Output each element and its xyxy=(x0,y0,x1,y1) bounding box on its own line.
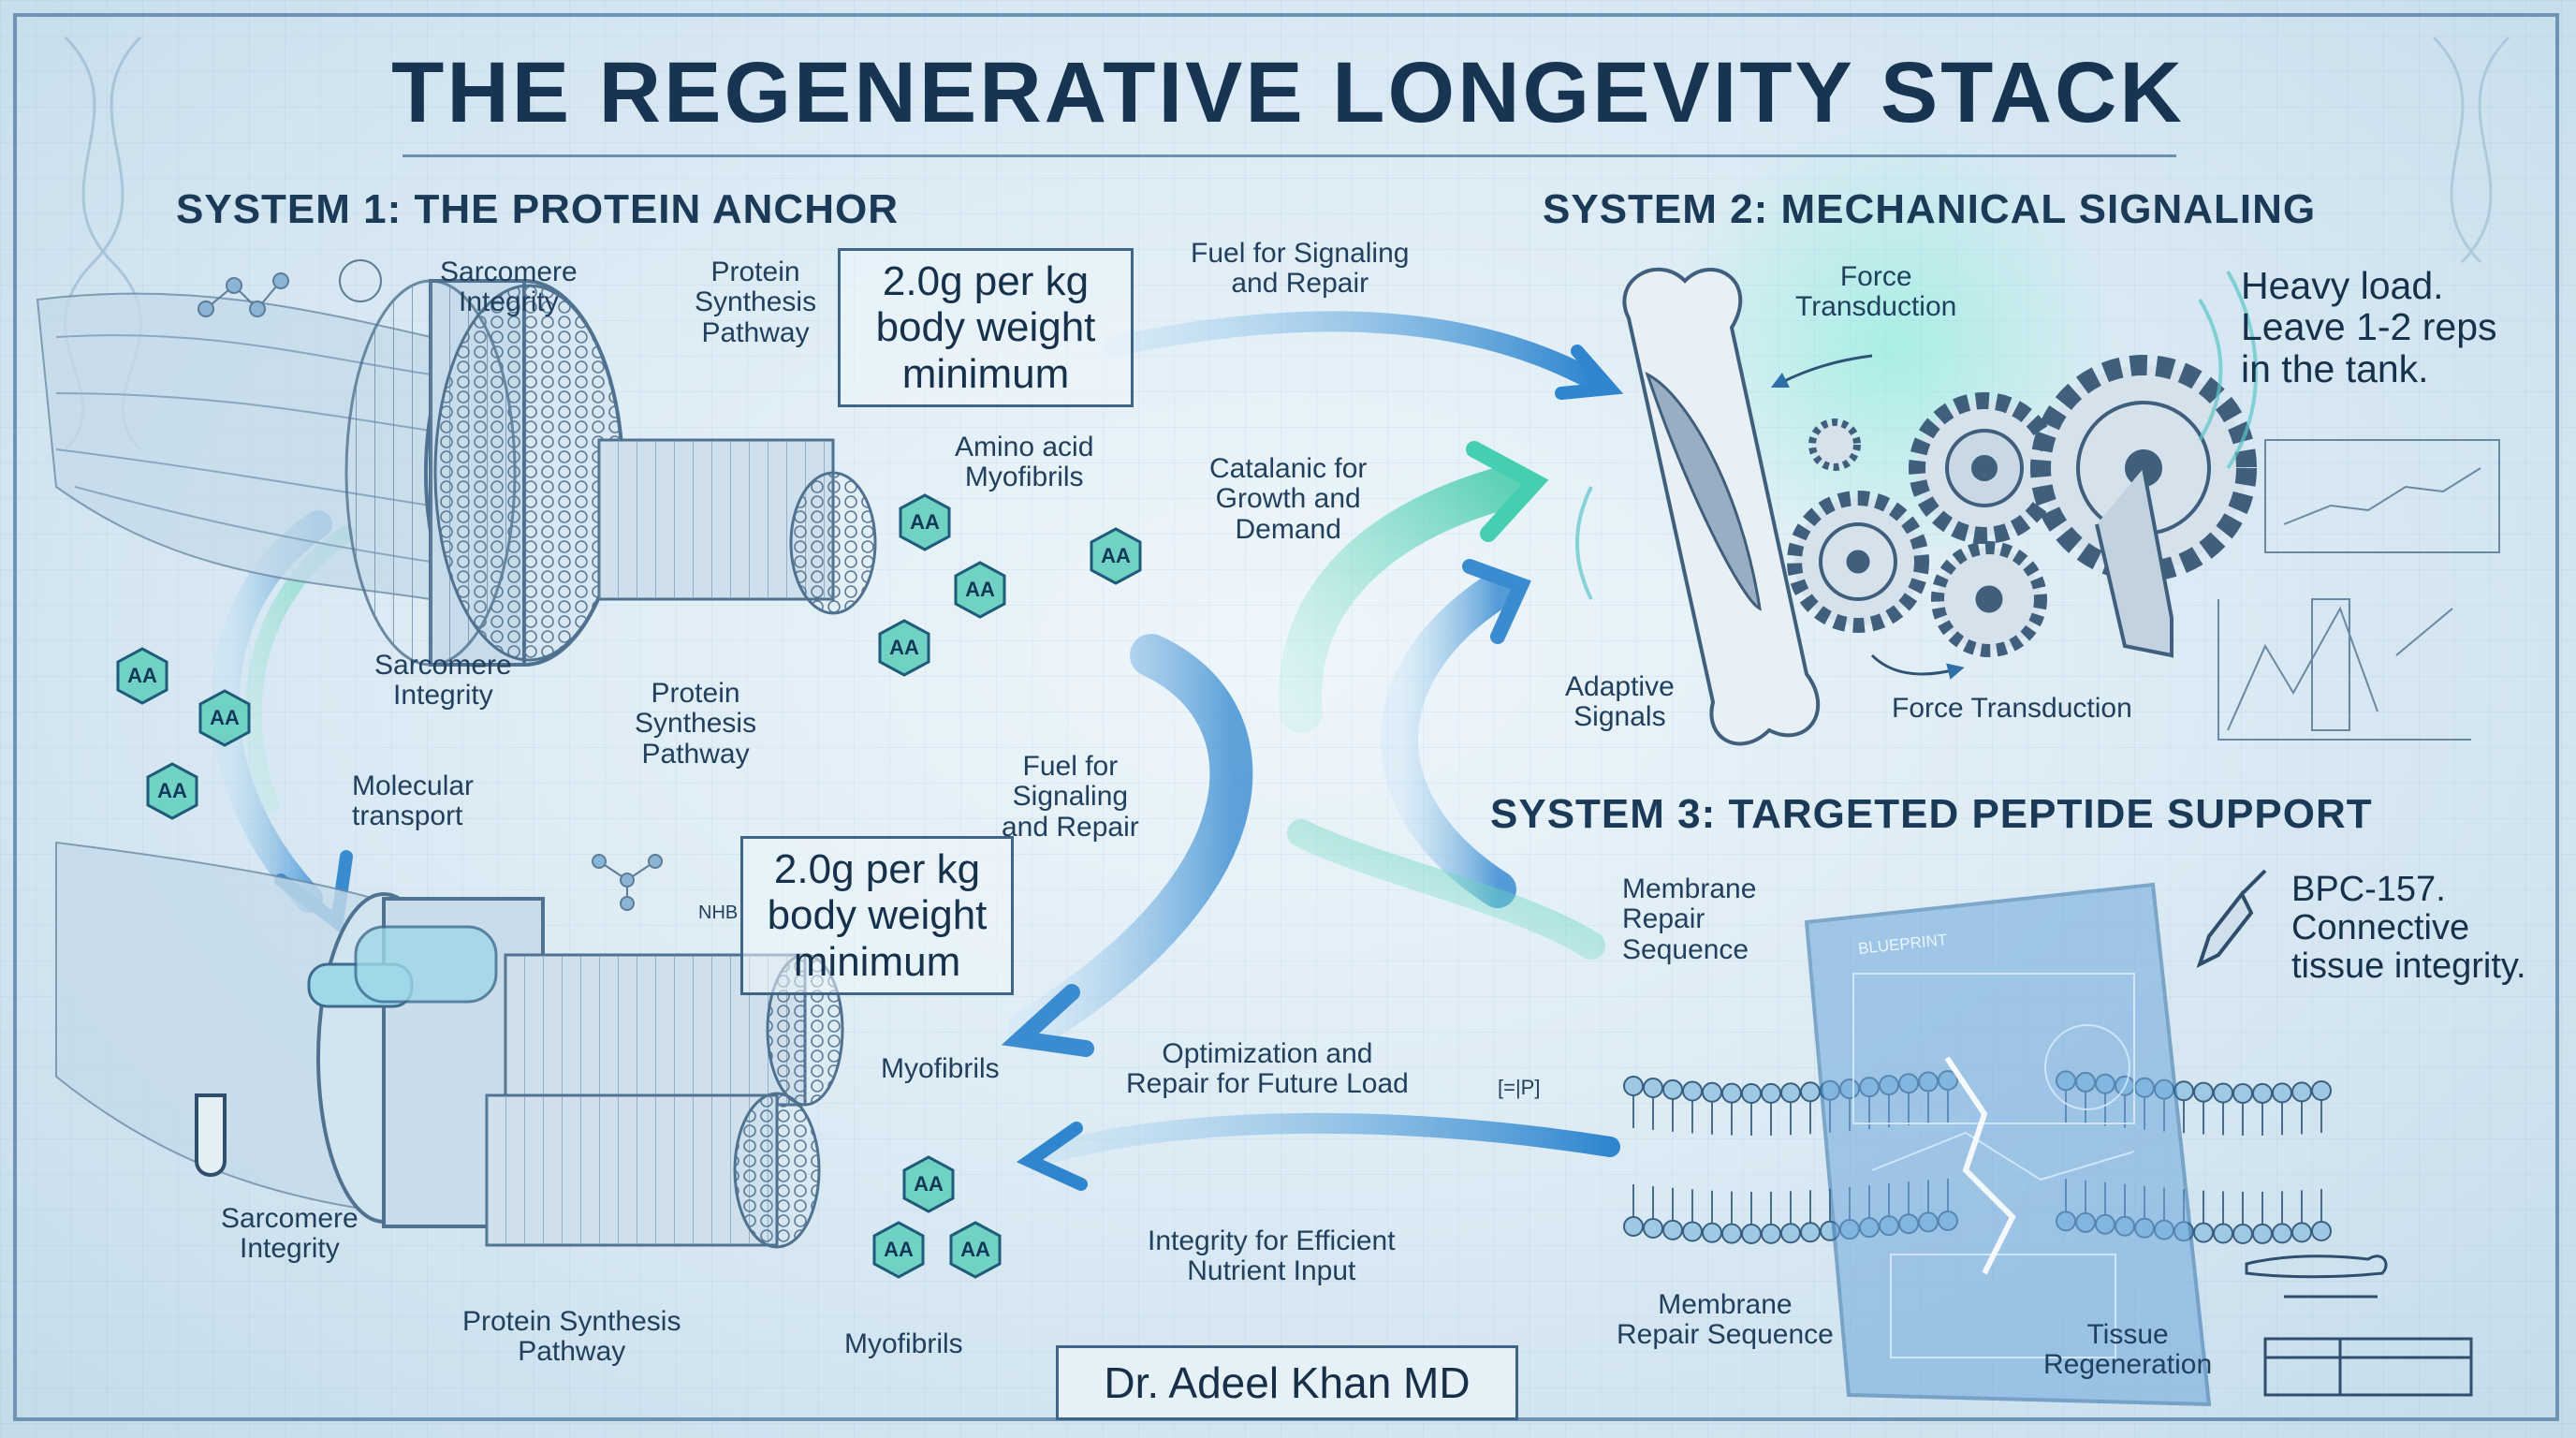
label-protein-synthesis-mid: Protein Synthesis Pathway xyxy=(635,678,757,770)
amino-acid-hexagon-icon: AA xyxy=(950,560,1010,620)
label-integrity-nutrient: Integrity for Efficient Nutrient Input xyxy=(1148,1225,1396,1287)
amino-acid-label: AA xyxy=(910,510,940,534)
label-amino-acid-myofibrils: Amino acid Myofibrils xyxy=(955,432,1094,493)
amino-acid-label: AA xyxy=(914,1172,944,1196)
bpc-157-note: BPC-157. Connective tissue integrity. xyxy=(2291,870,2526,987)
arrow-right-return xyxy=(1381,571,1516,908)
amino-acid-label: AA xyxy=(1101,544,1131,567)
blueprint-sheet xyxy=(1804,882,2212,1407)
system-2-heading: SYSTEM 2: MECHANICAL SIGNALING xyxy=(1543,186,2317,232)
protein-dose-box-top: 2.0g per kg body weight minimum xyxy=(838,248,1134,407)
label-fuel-signaling-mid: Fuel for Signaling and Repair xyxy=(1002,751,1139,843)
sketch-chart xyxy=(2217,439,2500,741)
amino-acid-hexagon-icon: AA xyxy=(899,1154,959,1214)
amino-acid-hexagon-icon: AA xyxy=(874,618,934,678)
gear-icon xyxy=(1787,355,2257,658)
molecule-icon xyxy=(592,854,663,911)
label-myofibrils-bottom: Myofibrils xyxy=(844,1328,963,1359)
title-divider xyxy=(402,154,2176,157)
amino-acid-label: AA xyxy=(960,1238,990,1261)
label-adaptive-signals: Adaptive Signals xyxy=(1565,671,1675,733)
label-sarcomere-integrity-top: Sarcomere Integrity xyxy=(440,257,578,318)
label-tissue-regeneration: Tissue Regeneration xyxy=(2043,1319,2213,1381)
label-force-transduction-top: Force Transduction xyxy=(1795,261,1957,323)
arrow-fuel-mid xyxy=(1008,634,1253,1051)
molecule-icon xyxy=(198,259,382,317)
amino-acid-hexagon-icon: AA xyxy=(895,492,955,552)
label-bracket-formula: [=|P] xyxy=(1498,1076,1541,1099)
amino-acid-label: AA xyxy=(127,664,157,687)
label-protein-synthesis-top: Protein Synthesis Pathway xyxy=(695,257,817,348)
force-arrows xyxy=(1770,354,1965,680)
muscle-fiber-icon xyxy=(36,279,877,667)
protein-dose-box-bottom: 2.0g per kg body weight minimum xyxy=(740,836,1014,995)
arrow-catalanic xyxy=(1279,465,1529,733)
wrench-icon xyxy=(2245,1255,2473,1397)
amino-acid-label: AA xyxy=(157,779,187,802)
label-force-transduction-bottom: Force Transduction xyxy=(1892,693,2132,724)
label-fuel-signaling-top: Fuel for Signaling and Repair xyxy=(1191,238,1410,300)
label-myofibrils-mid: Myofibrils xyxy=(881,1053,1000,1084)
arrow-integrity xyxy=(1029,1112,1620,1167)
system-1-heading: SYSTEM 1: THE PROTEIN ANCHOR xyxy=(176,186,899,232)
label-sarcomere-integrity-bottom: Sarcomere Integrity xyxy=(221,1203,359,1265)
amino-acid-hexagon-icon: AA xyxy=(142,761,202,821)
training-note: Heavy load. Leave 1-2 reps in the tank. xyxy=(2241,264,2497,390)
amino-acid-label: AA xyxy=(884,1238,914,1261)
system-3-heading: SYSTEM 3: TARGETED PEPTIDE SUPPORT xyxy=(1490,791,2373,837)
gear-icon xyxy=(1909,392,2060,544)
page-title: THE REGENERATIVE LONGEVITY STACK xyxy=(391,45,2185,140)
pipette-icon xyxy=(195,869,2267,1177)
amino-acid-label: AA xyxy=(889,636,919,659)
arrow-fuel-top xyxy=(1104,311,1602,389)
amino-acid-label: AA xyxy=(210,706,240,729)
amino-acid-label: AA xyxy=(965,578,995,601)
author-credit: Dr. Adeel Khan MD xyxy=(1056,1345,1518,1420)
amino-acid-hexagon-icon: AA xyxy=(945,1220,1005,1280)
dna-icon xyxy=(2432,36,2510,264)
label-optimization-repair: Optimization and Repair for Future Load xyxy=(1126,1038,1409,1100)
label-protein-synthesis-bottom: Protein Synthesis Pathway xyxy=(462,1306,681,1368)
amino-acid-hexagon-icon: AA xyxy=(112,646,172,706)
amino-acid-hexagon-icon: AA xyxy=(869,1220,929,1280)
label-sarcomere-integrity-mid: Sarcomere Integrity xyxy=(374,650,512,712)
amino-acid-hexagon-icon: AA xyxy=(195,688,255,748)
amino-acid-hexagon-icon: AA xyxy=(1086,526,1146,586)
label-nhb: NHB xyxy=(698,902,739,923)
muscle-fiber-icon xyxy=(55,841,844,1249)
signal-waves xyxy=(1575,271,2258,600)
label-molecular-transport: Molecular transport xyxy=(352,770,475,832)
label-catalanic-growth: Catalanic for Growth and Demand xyxy=(1209,453,1368,545)
label-membrane-repair-bottom: Membrane Repair Sequence xyxy=(1617,1289,1834,1351)
label-membrane-repair-top: Membrane Repair Sequence xyxy=(1622,873,1757,965)
